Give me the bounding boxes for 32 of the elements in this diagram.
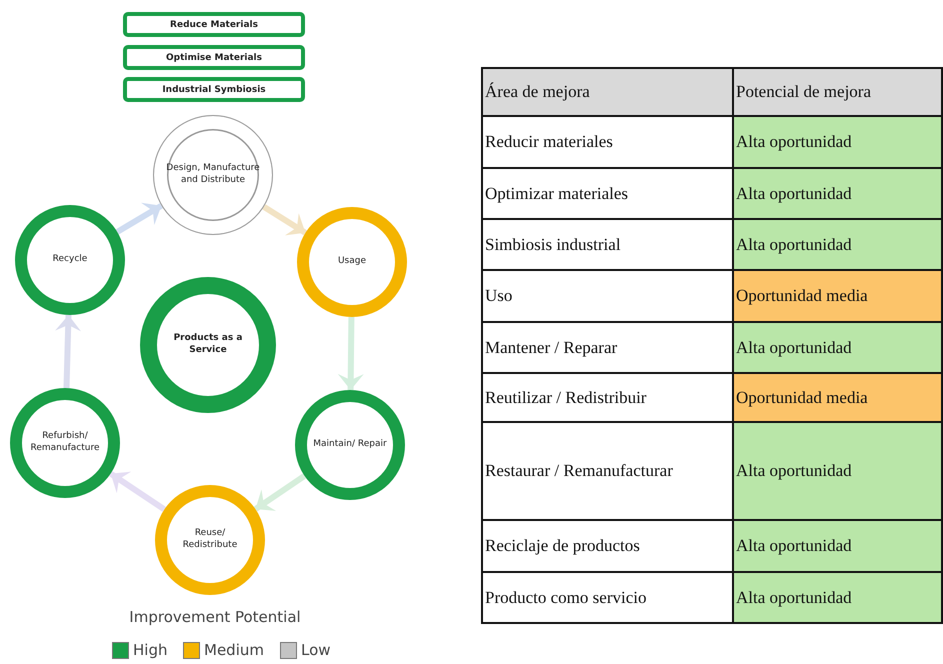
chevron-arrow <box>116 202 163 234</box>
table-cell: Producto como servicio <box>481 571 734 624</box>
legend-label: Low <box>301 641 331 659</box>
stage-circle: Design, Manufacture and Distribute <box>153 115 273 235</box>
table-cell: Alta oportunidad <box>732 519 943 573</box>
table-cell: Alta oportunidad <box>732 571 943 624</box>
chevron-arrow <box>262 204 307 236</box>
legend-title: Improvement Potential <box>128 608 302 626</box>
stage-circle: Recycle <box>15 205 125 315</box>
chevron-arrow <box>338 316 364 390</box>
table-cell: Oportunidad media <box>732 372 943 423</box>
table-cell: Alta oportunidad <box>732 115 943 169</box>
table-cell: Alta oportunidad <box>732 167 943 220</box>
chevron-arrow <box>55 314 82 388</box>
chevron-arrow <box>109 471 166 512</box>
chevron-arrow <box>254 473 306 512</box>
table-cell: Alta oportunidad <box>732 321 943 374</box>
stage-circle: Maintain/ Repair <box>295 390 405 500</box>
strategy-box: Industrial Symbiosis <box>123 77 305 102</box>
header-cell: Potencial de mejora <box>732 67 943 117</box>
stage-circle: Products as a Service <box>140 277 276 413</box>
strategy-box: Reduce Materials <box>123 12 305 37</box>
stage-circle: Refurbish/ Remanufacture <box>10 388 120 498</box>
legend-label: Medium <box>204 641 264 659</box>
table-cell: Alta oportunidad <box>732 218 943 271</box>
strategy-box: Optimise Materials <box>123 45 305 70</box>
table-cell: Alta oportunidad <box>732 421 943 521</box>
table-cell: Oportunidad media <box>732 269 943 323</box>
stage-circle: Usage <box>297 207 407 317</box>
stage-circle: Reuse/ Redistribute <box>155 485 265 595</box>
legend-label: High <box>133 641 168 659</box>
header-cell: Área de mejora <box>481 67 734 117</box>
